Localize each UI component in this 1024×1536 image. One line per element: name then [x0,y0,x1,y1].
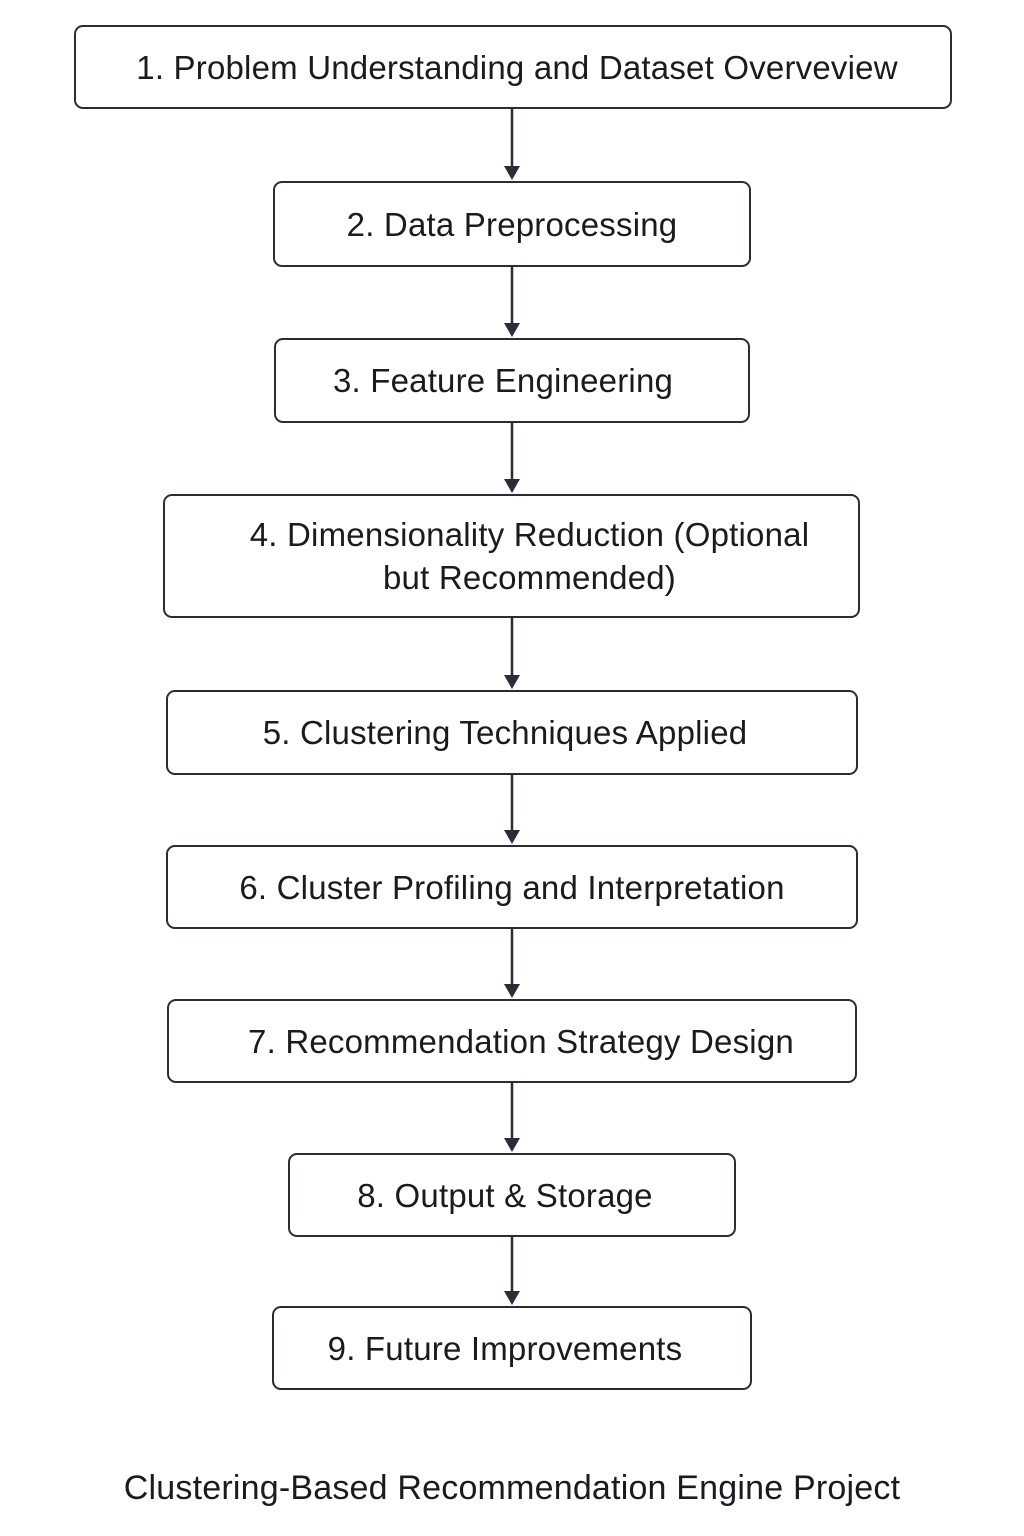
step-7-label: 7. Recommendation Strategy Design [248,1022,794,1060]
step-8-box: 8. Output & Storage [288,1153,736,1237]
step-3-label: 3. Feature Engineering [332,362,674,399]
arrowhead-6-to-7 [504,984,520,998]
arrowhead-5-to-6 [504,830,520,844]
step-6-label: 6. Cluster Profiling and Interpretation [239,868,785,906]
diagram-title: Clustering-Based Recommendation Engine P… [123,1469,901,1507]
step-3-box: 3. Feature Engineering [274,338,750,423]
step-9-label: 9. Future Improvements [327,1329,683,1367]
arrowhead-4-to-5 [504,675,520,689]
step-4-box: 4. Dimensionality Reduction (Optional bu… [163,494,860,618]
arrowhead-8-to-9 [504,1291,520,1305]
step-2-label: 2. Data Preprocessing [346,205,678,243]
step-1-label: 1. Problem Understanding and Dataset Ove… [136,48,898,86]
arrowhead-2-to-3 [504,323,520,337]
arrowhead-1-to-2 [504,166,520,180]
step-6-box: 6. Cluster Profiling and Interpretation [166,845,858,929]
step-5-box: 5. Clustering Techniques Applied [166,690,858,775]
step-7-box: 7. Recommendation Strategy Design [167,999,857,1083]
arrowhead-3-to-4 [504,479,520,493]
step-2-box: 2. Data Preprocessing [273,181,751,267]
step-9-box: 9. Future Improvements [272,1306,752,1390]
step-4-label: 4. Dimensionality Reduction (Optional bu… [249,516,810,596]
step-5-label: 5. Clustering Techniques Applied [262,714,748,751]
step-1-box: 1. Problem Understanding and Dataset Ove… [74,25,952,109]
arrowhead-7-to-8 [504,1138,520,1152]
step-8-label: 8. Output & Storage [357,1176,653,1214]
